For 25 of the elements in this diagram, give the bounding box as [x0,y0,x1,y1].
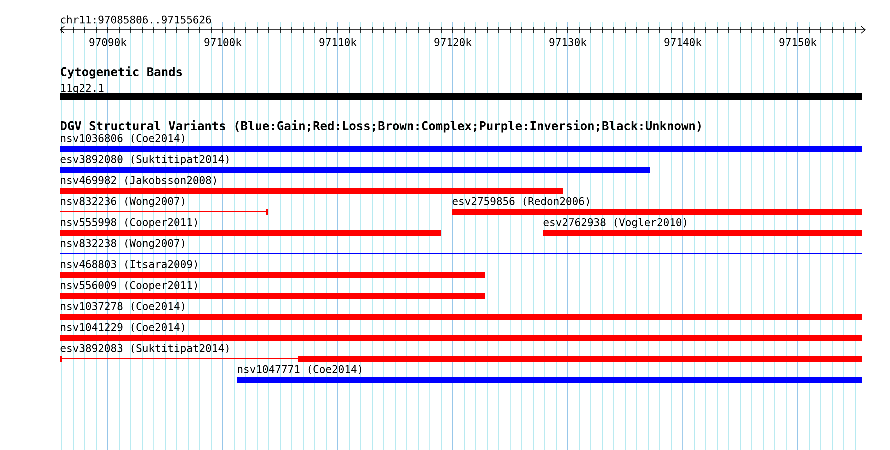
variant-label: nsv1037278 (Coe2014) [61,302,184,312]
tick-label: 97110k [320,38,357,46]
variant-label: nsv555998 (Cooper2011) [61,218,198,228]
tick-label: 97150k [780,38,817,46]
region-label: chr11:97085806..97155626 [61,16,212,24]
tick-label: 97090k [90,38,127,46]
variant-label: esv3892083 (Suktitipat2014) [60,344,229,354]
variant-label: esv2762938 (Vogler2010) [544,218,686,228]
variant-label: nsv1036806 (Coe2014) [61,134,184,144]
variant-label: esv2759856 (Redon2006) [452,197,590,207]
variant-label: nsv1047771 (Coe2014) [238,365,362,375]
variant-label: nsv832238 (Wong2007) [61,239,184,250]
tick-label: 97100k [204,38,242,46]
variant-label: nsv556009 (Cooper2011) [61,281,198,292]
variant-label: nsv468803 (Itsara2009) [61,260,198,270]
tick-label: 97130k [550,38,587,46]
tick-label: 97120k [434,38,472,46]
tick-label: 97140k [664,38,702,46]
variant-label: esv3892080 (Suktitipat2014) [60,155,229,166]
track-title: DGV Structural Variants (Blue:Gain;Red:Loss;Brown:Complex;Purple:Inversion;Black:Unknown) [61,120,701,133]
variant-label: nsv832236 (Wong2007) [61,197,184,208]
variant-label: nsv469982 (Jakobsson2008) [61,176,216,186]
variant-label: nsv1041229 (Coe2014) [61,323,184,333]
band-label: 11q22.1 [61,84,104,94]
track-title: Cytogenetic Bands [61,66,182,79]
